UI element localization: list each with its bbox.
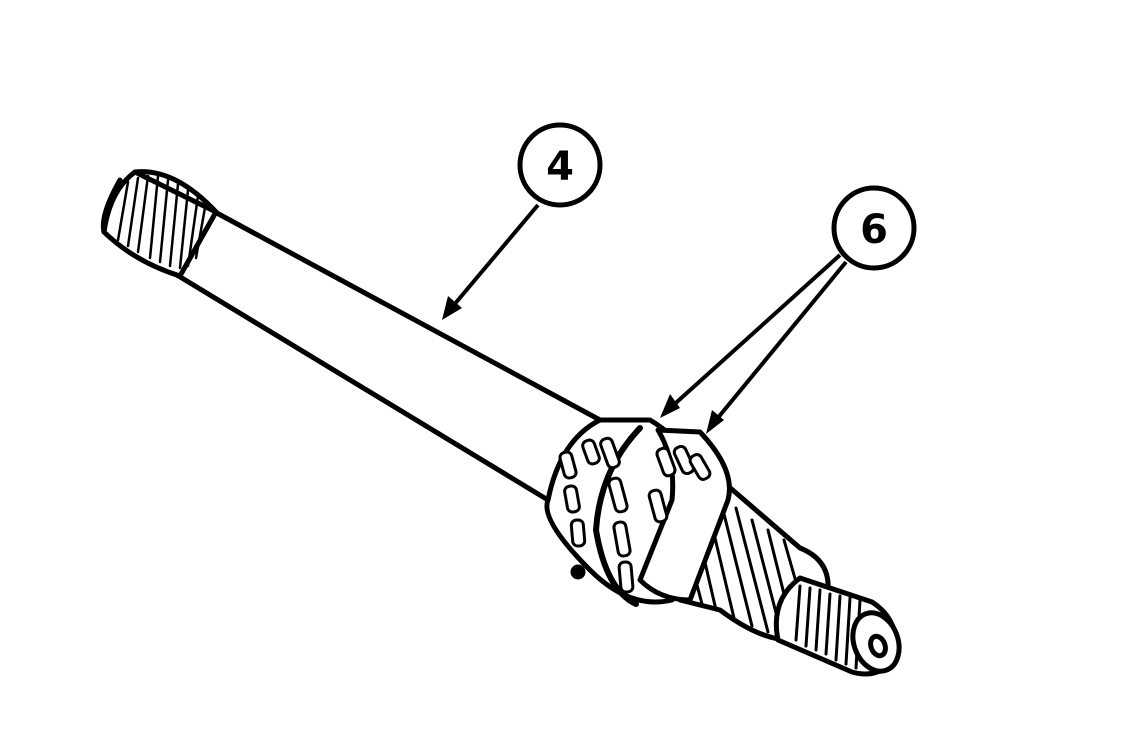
shaft-left-spline-lines [116,174,208,270]
callout-6-arrowhead-a [660,394,680,418]
callout-6-label: 6 [860,207,888,253]
callout-6-bubble [831,185,917,271]
callout-6-arrowhead-b [706,410,724,434]
shaft-body [169,209,603,503]
callout-4-leader [446,203,540,314]
bearing-ring [593,425,643,607]
callout-4-arrowhead [442,296,462,320]
tapered-roller-bearings [544,417,732,607]
output-shaft [100,169,603,503]
callout-6: 6 [660,185,917,434]
bearing-notch [570,564,586,580]
callout-6-leader-a [666,253,842,412]
bearing-rollers-right [647,444,712,524]
callout-6-leader-b [710,260,848,427]
callout-4-bubble [517,122,603,208]
shaft-left-spline-end [100,169,219,279]
center-hole [868,633,888,659]
callout-4-label: 4 [546,144,574,190]
callout-4: 4 [442,122,603,320]
bearing-rollers-left [558,436,635,594]
